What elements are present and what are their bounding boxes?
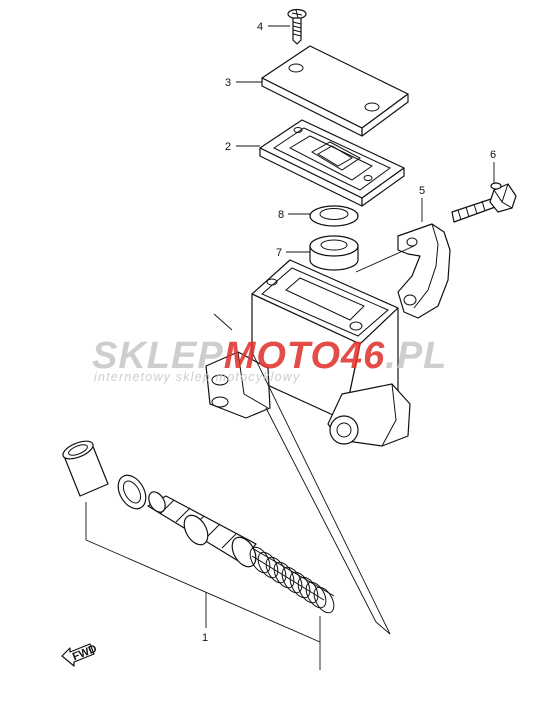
part-8-washer [309,205,359,227]
part-7-grommet [309,235,359,271]
watermark: SKLEPMOTO46.PL internetowy sklep motocyk… [92,335,447,384]
part-5-clamp-holder [397,223,451,319]
callout-1: 1 [202,632,208,644]
watermark-brand-1: SKLEP [92,335,224,377]
callout-2: 2 [225,141,231,153]
part-4-screw [287,8,307,45]
part-3-reservoir-cap [261,45,409,137]
svg-text:SKLEPMOTO46.PL: SKLEPMOTO46.PL [92,335,447,377]
callout-3: 3 [225,77,231,89]
callout-6: 6 [490,149,496,161]
callout-4: 4 [257,21,263,33]
part-6-bolt [451,182,517,223]
watermark-brand-2: MOTO46 [224,335,386,377]
callout-8: 8 [278,209,284,221]
part-2-diaphragm [259,119,405,207]
fwd-arrow-icon: FWD [61,643,99,667]
spring [249,546,335,614]
master-cylinder-body [205,259,411,447]
watermark-brand-3: .PL [385,335,447,377]
callout-7: 7 [276,247,282,259]
watermark-tagline: internetowy sklep motocyklowy [94,370,300,384]
fwd-label: FWD [71,643,99,664]
part-1-piston-kit [62,440,335,614]
callout-5: 5 [419,185,425,197]
